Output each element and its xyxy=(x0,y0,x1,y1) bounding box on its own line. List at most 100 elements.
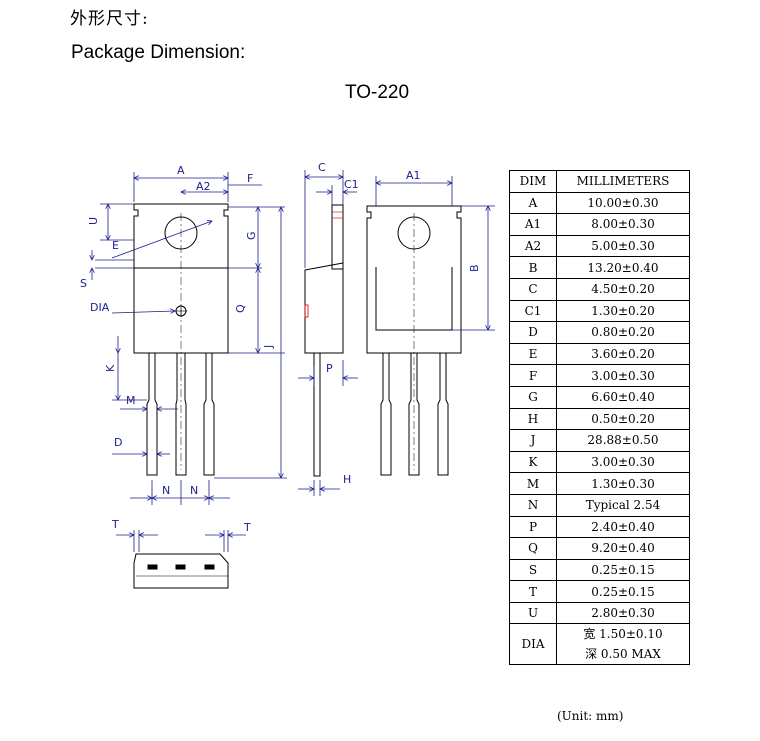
front-lead-1 xyxy=(146,353,158,476)
header-dim: DIM xyxy=(509,170,557,193)
dim-cell: N xyxy=(509,493,557,517)
dim-cell: C xyxy=(509,277,557,301)
label-K: K xyxy=(104,364,117,372)
label-A: A xyxy=(177,164,185,177)
dim-cell: D xyxy=(509,321,557,344)
heading-package-dimension: Package Dimension: xyxy=(71,42,246,63)
value-cell: 5.00±0.30 xyxy=(556,234,690,258)
dim-cell: J xyxy=(509,429,557,452)
value-cell: 0.25±0.15 xyxy=(556,580,690,603)
dim-cell: E xyxy=(509,342,557,366)
label-P: P xyxy=(326,362,333,375)
dia-depth-value: 深 0.50 MAX xyxy=(585,647,661,662)
front-lead-3 xyxy=(203,353,215,476)
value-cell: Typical 2.54 xyxy=(556,493,690,517)
value-cell: 3.00±0.30 xyxy=(556,364,690,387)
label-DIA: DIA xyxy=(90,301,110,314)
dim-cell: G xyxy=(509,385,557,409)
dim-cell: S xyxy=(509,558,557,582)
side-tab xyxy=(331,204,344,270)
back-tab-outline xyxy=(366,205,462,354)
label-H: H xyxy=(343,473,351,486)
value-cell: 3.00±0.30 xyxy=(556,450,690,474)
back-lead-3 xyxy=(437,353,449,476)
label-S: S xyxy=(80,277,87,290)
back-lead-1 xyxy=(380,353,392,476)
label-A2: A2 xyxy=(196,180,211,193)
value-cell: 0.80±0.20 xyxy=(556,321,690,344)
label-T-left: T xyxy=(111,518,119,531)
bottom-dimensions xyxy=(116,530,246,552)
label-B: B xyxy=(468,264,481,272)
label-M: M xyxy=(126,394,136,407)
unit-note: (Unit: mm) xyxy=(557,709,624,723)
label-T-right: T xyxy=(243,521,251,534)
value-cell: 2.80±0.30 xyxy=(556,601,690,625)
value-cell: 4.50±0.20 xyxy=(556,277,690,301)
label-Q: Q xyxy=(234,304,247,313)
package-name: TO-220 xyxy=(345,82,410,103)
label-C1: C1 xyxy=(344,178,359,191)
value-cell: 3.60±0.20 xyxy=(556,342,690,366)
dim-cell: Q xyxy=(509,537,557,560)
label-F: F xyxy=(247,172,253,185)
dim-cell: C1 xyxy=(509,299,557,323)
value-cell: 1.30±0.20 xyxy=(556,299,690,323)
label-N-right: N xyxy=(190,484,198,497)
label-N-left: N xyxy=(162,484,170,497)
dim-cell: B xyxy=(509,256,557,279)
value-cell: 0.25±0.15 xyxy=(556,558,690,582)
back-dimensions xyxy=(376,176,495,330)
front-lead-2 xyxy=(175,353,187,476)
value-cell: 9.20±0.40 xyxy=(556,537,690,560)
dia-width-value: 宽 1.50±0.10 xyxy=(583,627,663,642)
dim-cell: F xyxy=(509,364,557,387)
dim-cell: A xyxy=(509,191,557,215)
bottom-view-outline xyxy=(133,553,229,589)
label-C: C xyxy=(318,161,326,174)
back-view xyxy=(366,205,462,476)
label-U: U xyxy=(87,217,100,225)
header-millimeters: MILLIMETERS xyxy=(556,170,690,193)
heading-chinese: 外形尺寸: xyxy=(70,9,149,29)
dim-cell: M xyxy=(509,472,557,495)
back-lead-2 xyxy=(408,353,420,476)
dim-cell: T xyxy=(509,580,557,603)
label-G: G xyxy=(245,231,258,240)
value-cell: 28.88±0.50 xyxy=(556,429,690,452)
dim-cell: U xyxy=(509,601,557,625)
value-cell: 0.50±0.20 xyxy=(556,407,690,431)
value-cell: 13.20±0.40 xyxy=(556,256,690,279)
side-body xyxy=(304,262,344,354)
value-cell: 6.60±0.40 xyxy=(556,385,690,409)
dim-cell: A1 xyxy=(509,213,557,236)
dim-cell: K xyxy=(509,450,557,474)
dim-cell-dia: DIA xyxy=(509,623,557,666)
dim-cell: P xyxy=(509,515,557,539)
bottom-view xyxy=(133,553,229,589)
label-D: D xyxy=(114,436,122,449)
label-A1: A1 xyxy=(406,169,421,182)
table-header-row: DIM MILLIMETERS xyxy=(509,170,690,193)
label-E: E xyxy=(112,239,119,252)
side-lead xyxy=(313,352,321,477)
dim-cell: H xyxy=(509,407,557,431)
